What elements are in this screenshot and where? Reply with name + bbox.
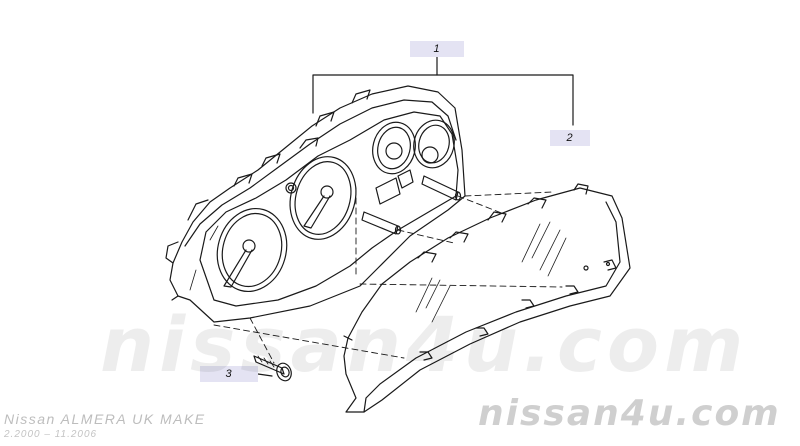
meter-lens-part-2 (343, 183, 631, 413)
screw-part-3 (253, 355, 292, 382)
callout-part-2[interactable]: 2 (550, 130, 590, 146)
callout-1-leader (312, 56, 574, 126)
watermark-brand: nissan4u.com (478, 393, 781, 434)
combination-meter-part-1 (165, 85, 466, 323)
alignment-guides (213, 187, 563, 364)
watermark-center: nissan4u.com (100, 300, 749, 389)
callout-part-1[interactable]: 1 (410, 41, 464, 57)
model-title: Nissan ALMERA UK MAKE (4, 411, 206, 427)
model-dates: 2.2000 – 11.2006 (4, 429, 98, 440)
callout-part-3[interactable]: 3 (200, 366, 258, 382)
